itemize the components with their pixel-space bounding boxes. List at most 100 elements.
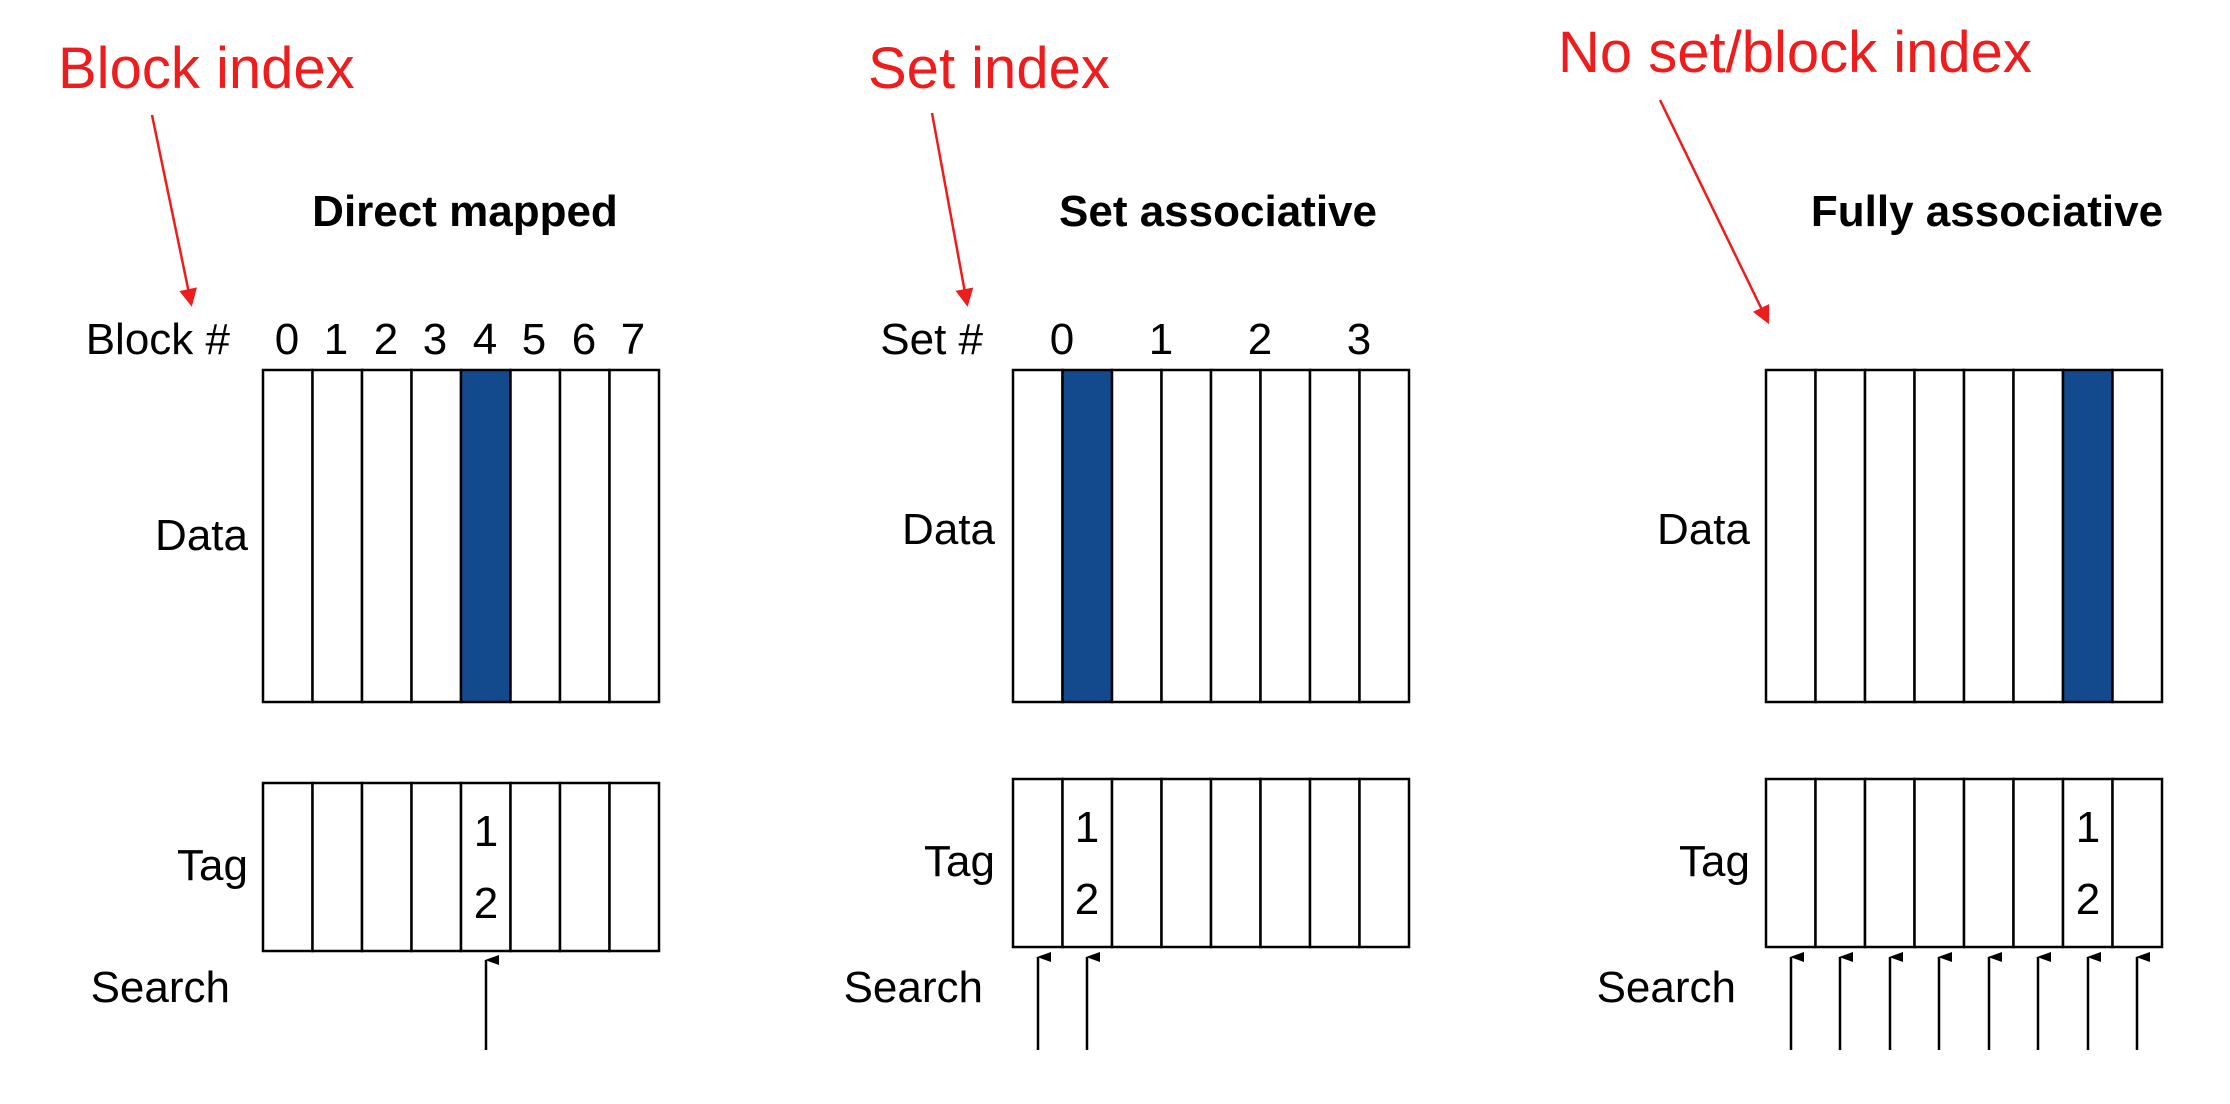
tag-cells	[1011, 777, 1411, 949]
data-cell	[1308, 368, 1361, 704]
tag-value-digit: 1	[474, 807, 498, 856]
index-number: 5	[522, 315, 546, 364]
panel-direct-mapped: Block index Direct mapped Block # 0 1 2 …	[58, 36, 661, 1050]
tag-cell	[509, 781, 562, 953]
tag-cell	[1110, 777, 1163, 949]
data-cell	[608, 368, 661, 704]
tag-cell	[1259, 777, 1312, 949]
index-number: 2	[1248, 315, 1272, 364]
data-cell	[1110, 368, 1163, 704]
tag-row-label: Tag	[924, 837, 995, 886]
tag-cell	[1160, 777, 1213, 949]
index-numbers: 0 1 2 3	[1050, 315, 1371, 364]
index-number: 2	[374, 315, 398, 364]
tag-cell	[261, 781, 314, 953]
tag-cell	[1764, 777, 1817, 949]
index-number: 3	[1347, 315, 1371, 364]
tag-cells	[1764, 777, 2164, 949]
tag-cell	[1209, 777, 1262, 949]
data-cell-highlighted	[459, 368, 512, 704]
annotation-arrow	[1658, 99, 1770, 325]
tag-row-label: Tag	[1679, 837, 1750, 886]
search-arrows	[1789, 952, 2150, 1050]
tag-cell	[558, 781, 611, 953]
data-row-label: Data	[902, 505, 995, 554]
search-row-label: Search	[844, 963, 983, 1012]
data-cell-highlighted	[1061, 368, 1114, 704]
data-row-label: Data	[155, 511, 248, 560]
tag-cell	[1308, 777, 1361, 949]
tag-cell	[608, 781, 661, 953]
index-number: 3	[423, 315, 447, 364]
index-number: 4	[473, 315, 497, 364]
data-cell	[360, 368, 413, 704]
index-number: 1	[324, 315, 348, 364]
search-row-label: Search	[1597, 963, 1736, 1012]
annotation-block-index: Block index	[58, 36, 355, 101]
annotation-arrow	[150, 114, 197, 307]
data-cell	[1913, 368, 1966, 704]
index-number: 0	[275, 315, 299, 364]
tag-row-label: Tag	[177, 841, 248, 890]
annotation-no-index: No set/block index	[1558, 20, 2032, 85]
tag-value-digit: 2	[474, 879, 498, 928]
annotation-set-index: Set index	[868, 36, 1110, 101]
tag-cell-matched	[2061, 777, 2114, 949]
index-label: Block #	[86, 315, 231, 364]
tag-cell	[2012, 777, 2065, 949]
data-cell-highlighted	[2061, 368, 2114, 704]
data-cell	[1160, 368, 1213, 704]
search-arrows	[1036, 952, 1100, 1050]
data-cell	[1358, 368, 1411, 704]
tag-cell	[360, 781, 413, 953]
panel-fully-associative: No set/block index Fully associative Dat…	[1558, 20, 2164, 1050]
data-cell	[1764, 368, 1817, 704]
data-cell	[2111, 368, 2164, 704]
tag-cell-matched	[1061, 777, 1114, 949]
tag-cell	[1913, 777, 1966, 949]
index-number: 7	[621, 315, 645, 364]
tag-cell	[1814, 777, 1867, 949]
data-cells	[1764, 368, 2164, 704]
data-cell	[1011, 368, 1064, 704]
data-cells	[261, 368, 661, 704]
index-number: 0	[1050, 315, 1074, 364]
tag-cell	[1011, 777, 1064, 949]
tag-value-digit: 2	[2076, 875, 2100, 924]
tag-cell	[311, 781, 364, 953]
data-cell	[558, 368, 611, 704]
data-cell	[1259, 368, 1312, 704]
tag-cell	[1863, 777, 1916, 949]
data-cell	[261, 368, 314, 704]
tag-value-digit: 1	[2076, 803, 2100, 852]
index-number: 6	[572, 315, 596, 364]
index-number: 1	[1149, 315, 1173, 364]
tag-cell	[1358, 777, 1411, 949]
panel-set-associative: Set index Set associative Set # 0 1 2 3 …	[844, 36, 1411, 1050]
data-cell	[2012, 368, 2065, 704]
data-cell	[410, 368, 463, 704]
data-cell	[311, 368, 364, 704]
data-cell	[1209, 368, 1262, 704]
data-cells	[1011, 368, 1411, 704]
tag-value-digit: 1	[1075, 803, 1099, 852]
index-numbers: 0 1 2 3 4 5 6 7	[275, 315, 645, 364]
panel-title: Set associative	[1059, 187, 1377, 236]
annotation-arrow	[930, 112, 974, 307]
tag-cell	[2111, 777, 2164, 949]
panel-title: Direct mapped	[312, 187, 618, 236]
tag-cell-matched	[459, 781, 512, 953]
data-cell	[1863, 368, 1916, 704]
index-label: Set #	[880, 315, 983, 364]
tag-cell	[1962, 777, 2015, 949]
data-cell	[1962, 368, 2015, 704]
tag-cell	[410, 781, 463, 953]
panel-title: Fully associative	[1811, 187, 2163, 236]
data-cell	[1814, 368, 1867, 704]
tag-cells	[261, 781, 661, 953]
data-row-label: Data	[1657, 505, 1750, 554]
data-cell	[509, 368, 562, 704]
tag-value-digit: 2	[1075, 875, 1099, 924]
search-row-label: Search	[91, 963, 230, 1012]
